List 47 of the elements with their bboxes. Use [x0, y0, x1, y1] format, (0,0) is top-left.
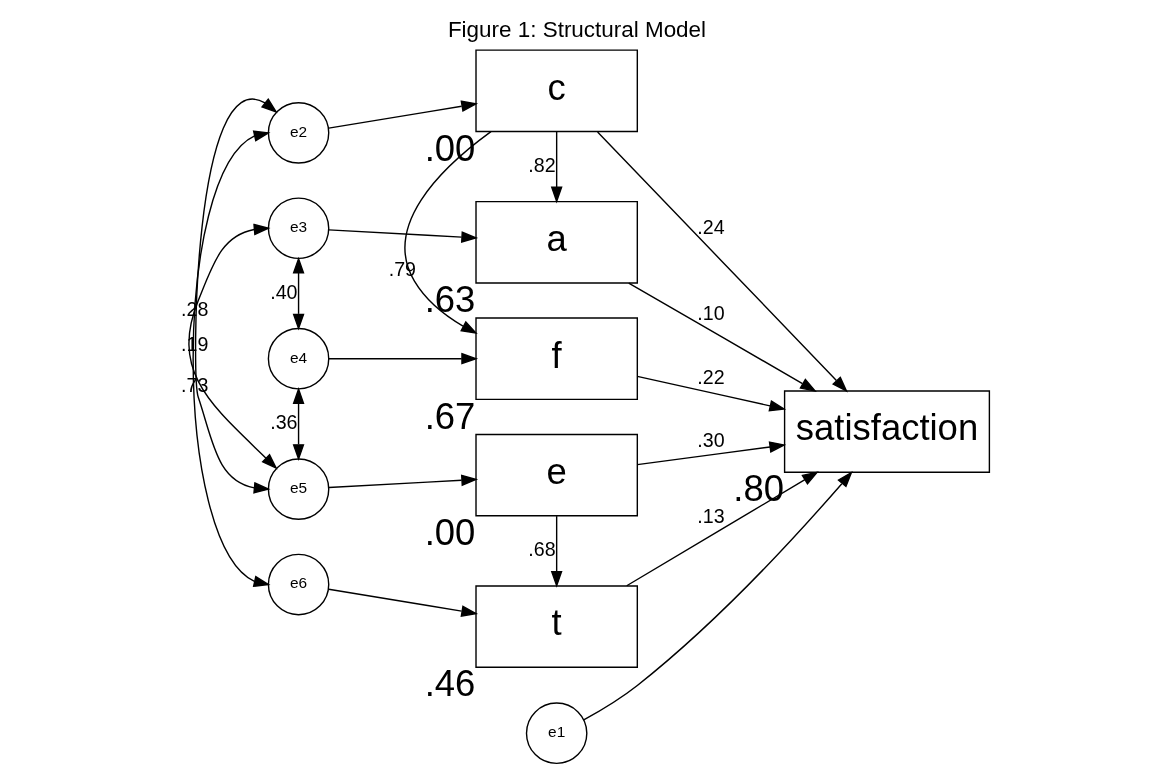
node-box: e: [475, 433, 639, 517]
node-box: t: [475, 585, 639, 668]
diagram-title: Figure 1: Structural Model: [447, 17, 707, 43]
arrow: [636, 375, 787, 412]
edge-label: .13: [697, 505, 725, 528]
node-label: .46: [424, 663, 476, 705]
node-label: .00: [424, 511, 476, 553]
node-label: .80: [733, 468, 784, 510]
node-circle: e6: [267, 553, 330, 616]
node-circle: e4: [267, 327, 330, 390]
edge-label: .68: [528, 538, 556, 561]
node-circle: e1: [525, 702, 588, 765]
arrow: [550, 131, 563, 204]
edge-label: .36: [270, 411, 298, 434]
edge-label: .10: [697, 301, 725, 324]
arrow: [583, 471, 853, 721]
edge-label: .22: [697, 366, 725, 389]
edge-label: .82: [528, 153, 556, 176]
arrow: [192, 130, 271, 588]
node-label: .00: [424, 127, 476, 169]
edge-label: .24: [697, 216, 725, 239]
arrow: [328, 588, 479, 617]
arrow: [328, 229, 479, 243]
arrow: [628, 282, 817, 392]
arrow: [404, 130, 492, 334]
arrow: [596, 131, 848, 393]
node-label: .67: [424, 395, 476, 437]
arrow: [636, 441, 787, 466]
node-box: a: [475, 200, 639, 284]
arrow: [194, 98, 278, 494]
node-label: .63: [424, 279, 476, 321]
arrow: [626, 471, 819, 587]
edge-label: .40: [270, 280, 298, 303]
node-box: f: [475, 317, 639, 401]
arrow: [292, 256, 305, 331]
node-circle: e3: [267, 197, 330, 260]
node-circle: e5: [267, 458, 330, 520]
arrow: [328, 474, 479, 489]
node-circle: e2: [267, 102, 330, 164]
node-box: satisfaction: [783, 390, 991, 473]
arrow: [328, 100, 479, 129]
node-box: c: [475, 49, 639, 133]
arrow: [292, 387, 305, 461]
arrow: [328, 352, 479, 365]
edge-label: .30: [697, 429, 725, 452]
arrow: [550, 515, 563, 588]
arrow: [188, 223, 278, 470]
